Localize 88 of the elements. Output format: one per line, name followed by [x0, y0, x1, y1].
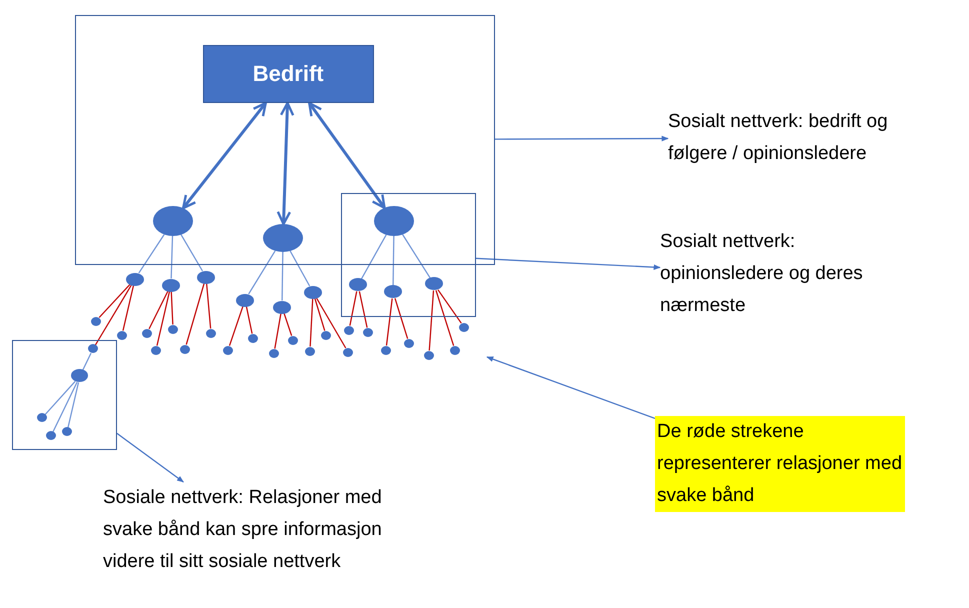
network-node: [424, 277, 443, 290]
connector-line: [148, 290, 168, 330]
company-box: Bedrift: [202, 44, 374, 103]
annotation-text: Sosialt nettverk: opinionsledere og deres nærmeste: [660, 226, 922, 322]
network-node: [117, 330, 127, 340]
network-node: [197, 270, 215, 284]
network-node: [374, 206, 414, 236]
connector-line: [349, 291, 358, 326]
network-node: [236, 294, 254, 306]
connector-line: [428, 290, 434, 351]
network-frame: [341, 193, 476, 317]
network-node: [162, 278, 180, 292]
connector-line: [310, 298, 314, 347]
network-frame: [12, 340, 117, 450]
arrow: [476, 258, 661, 270]
connector-line: [98, 284, 130, 318]
connector-line: [170, 291, 174, 325]
connector-line: [186, 283, 205, 345]
connector-line: [67, 382, 80, 428]
network-node: [424, 350, 434, 360]
connector-line: [435, 290, 454, 346]
highlighted-note: De røde strekene representerer relasjoner med svake bånd: [655, 416, 905, 512]
arrow: [182, 102, 267, 210]
network-node: [262, 224, 303, 252]
connector-line: [394, 298, 408, 339]
network-node: [304, 286, 322, 298]
network-node: [450, 346, 460, 354]
connector-line: [290, 250, 310, 286]
network-node: [71, 369, 88, 382]
connector-line: [282, 252, 284, 300]
network-node: [126, 272, 144, 286]
connector-line: [138, 234, 165, 274]
connector-line: [274, 313, 282, 349]
annotation-text: Sosialt nettverk: bedrift og følgere / opinionsledere: [668, 106, 930, 170]
connector-line: [314, 298, 326, 331]
network-node: [88, 344, 98, 354]
connector-line: [438, 289, 462, 324]
annotation-text: Sosiale nettverk: Relasjoner med svake bånd kan spre informasjon videre til sitt sosiale nettverk: [103, 482, 395, 578]
network-node: [344, 326, 354, 334]
network-node: [168, 324, 178, 334]
arrow: [308, 102, 386, 209]
network-node: [363, 328, 373, 336]
network-node: [269, 348, 279, 358]
network-node: [223, 346, 233, 354]
network-node: [384, 285, 402, 298]
network-node: [321, 330, 331, 340]
network-node: [36, 413, 47, 422]
network-node: [180, 344, 190, 354]
connector-line: [122, 285, 134, 331]
connector-line: [246, 306, 253, 334]
connector-line: [170, 236, 174, 279]
network-node: [404, 338, 414, 348]
network-node: [62, 427, 72, 436]
connector-line: [358, 291, 368, 328]
network-node: [343, 348, 353, 356]
arrow: [276, 102, 294, 226]
network-node: [305, 346, 315, 356]
network-node: [152, 206, 193, 236]
connector-line: [82, 352, 92, 370]
network-frame: [75, 15, 495, 265]
network-node: [91, 316, 101, 326]
connector-line: [386, 298, 393, 346]
connector-line: [360, 234, 387, 280]
connector-line: [392, 236, 394, 286]
network-node: [142, 328, 152, 338]
network-node: [288, 336, 298, 344]
connector-line: [180, 234, 204, 272]
network-node: [248, 334, 258, 342]
network-node: [381, 346, 391, 354]
connector-line: [228, 306, 244, 346]
connector-line: [156, 291, 170, 346]
network-node: [459, 322, 469, 332]
connector-line: [206, 283, 212, 329]
connector-line: [52, 382, 78, 432]
arrow: [116, 432, 184, 482]
network-node: [206, 328, 216, 338]
connector-line: [316, 298, 346, 348]
network-node: [151, 346, 161, 354]
connector-line: [284, 313, 292, 336]
connector-line: [402, 234, 431, 278]
connector-line: [44, 380, 76, 415]
network-node: [348, 278, 367, 292]
arrow: [495, 136, 669, 142]
network-node: [46, 431, 56, 440]
connector-line: [94, 284, 132, 346]
network-node: [273, 300, 291, 314]
connector-line: [248, 250, 276, 294]
arrow: [486, 356, 656, 419]
